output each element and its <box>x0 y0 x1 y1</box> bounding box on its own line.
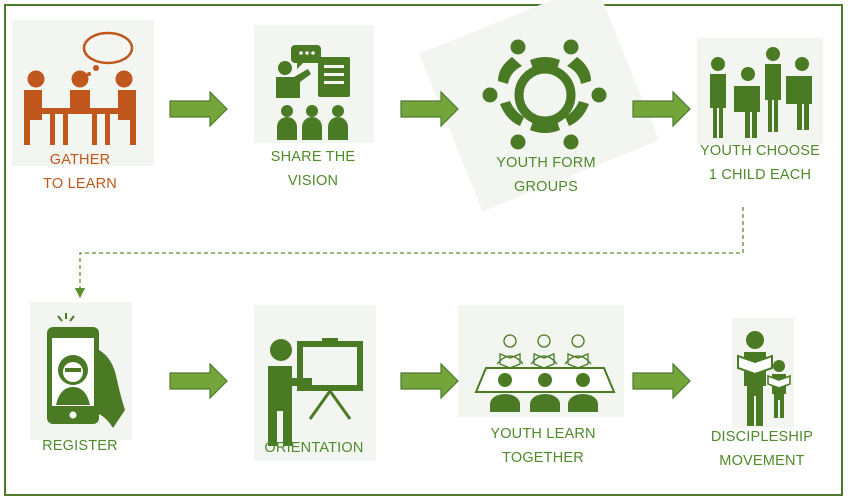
right-arrow <box>632 90 691 128</box>
right-arrow <box>400 90 459 128</box>
phone-selfie-icon <box>47 313 125 428</box>
step-label-orientation: ORIENTATION <box>264 440 364 456</box>
youth-with-children-icon <box>710 47 812 138</box>
right-arrow <box>169 90 228 128</box>
classroom-icon <box>474 334 616 412</box>
step-label-register: REGISTER <box>42 438 118 454</box>
adult-child-reading-icon <box>737 331 791 426</box>
presentation-board-icon <box>268 338 363 446</box>
diagram-frame <box>4 4 843 496</box>
group-circle-icon <box>482 39 607 150</box>
meeting-table-icon <box>24 31 136 145</box>
right-arrow <box>632 362 691 400</box>
dashed-down-arrow <box>74 207 744 299</box>
right-arrow <box>169 362 228 400</box>
right-arrow <box>400 362 459 400</box>
presenter-audience-icon <box>276 45 350 140</box>
